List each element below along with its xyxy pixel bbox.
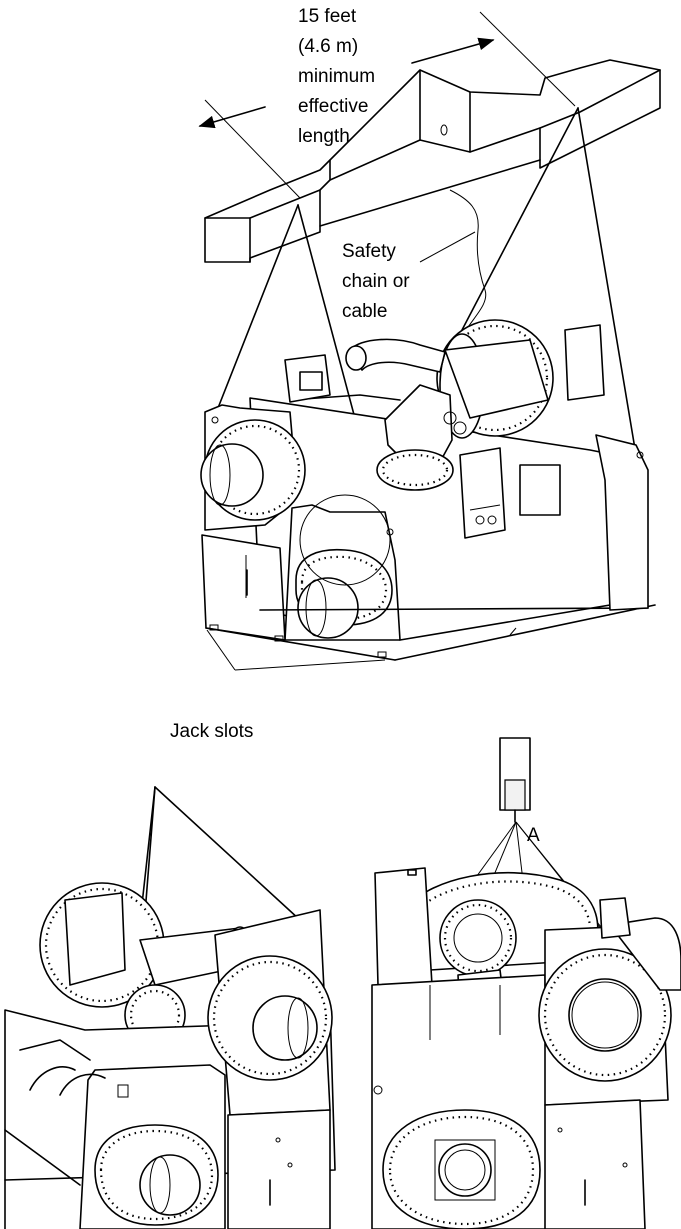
- spreader-bar: [204, 59, 661, 263]
- chiller-unit-right-view: [371, 737, 681, 1229]
- chiller-unit-left-view: [4, 786, 336, 1229]
- jack-slot-pointers-top: [206, 629, 386, 671]
- length-label-line-2: (4.6 m): [298, 36, 359, 57]
- point-a-label: A: [527, 825, 540, 846]
- chiller-unit-top: [200, 319, 656, 661]
- length-label-line-1: 15 feet: [298, 6, 357, 27]
- length-label-line-4: effective: [298, 96, 369, 117]
- jack-slots-label: Jack slots: [170, 721, 254, 742]
- safety-label-line-2: chain or: [342, 271, 410, 292]
- safety-label-line-1: Safety: [342, 241, 396, 262]
- length-label-line-3: minimum: [298, 66, 376, 87]
- length-dimension: [198, 11, 576, 199]
- length-label-line-5: length: [298, 126, 350, 147]
- safety-label-line-3: cable: [342, 301, 388, 322]
